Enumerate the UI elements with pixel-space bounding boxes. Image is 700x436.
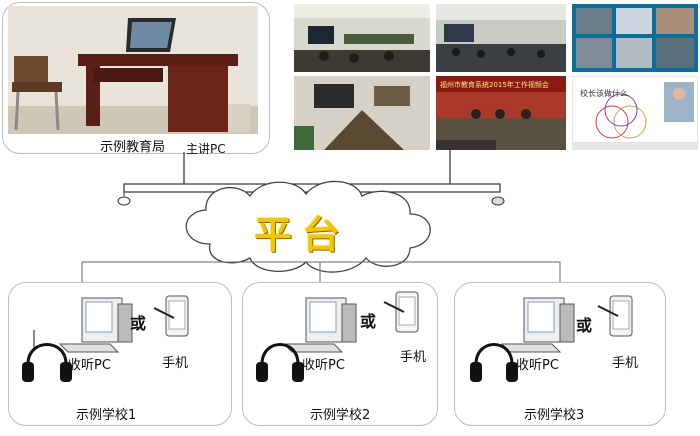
conference-banner: 福州市教育系统2015年工作视频会 xyxy=(440,81,549,89)
podium-photo xyxy=(8,6,258,134)
school-1-pc-label: 收听PC xyxy=(68,358,111,373)
school-1-or: 或 xyxy=(130,314,147,333)
meeting-photo-1 xyxy=(294,4,430,72)
hq-name: 示例教育局 xyxy=(100,140,166,155)
school-3-pc-label: 收听PC xyxy=(516,358,559,373)
school-frame-1 xyxy=(8,282,232,426)
school-2-phone-label: 手机 xyxy=(400,350,427,365)
meeting-photo-2 xyxy=(436,4,566,72)
school-3-phone-label: 手机 xyxy=(612,356,639,371)
school-3-name: 示例学校3 xyxy=(524,408,585,423)
school-2-or: 或 xyxy=(360,312,377,331)
school-1-name: 示例学校1 xyxy=(76,408,137,423)
conference-photo xyxy=(436,76,566,150)
hq-pc-label: 主讲PC xyxy=(186,142,226,156)
platform-cloud-label: 平台 xyxy=(254,213,351,257)
school-1-phone-label: 手机 xyxy=(162,356,189,371)
slide-screenshot xyxy=(572,76,698,150)
school-3-or: 或 xyxy=(576,316,593,335)
school-3-devices xyxy=(470,295,633,382)
school-1-devices xyxy=(22,295,189,382)
school-2-pc-label: 收听PC xyxy=(302,358,345,373)
slide-title: 校长该做什么 xyxy=(580,89,628,98)
school-2-name: 示例学校2 xyxy=(310,408,371,423)
school-2-devices xyxy=(256,291,419,382)
video-wall-screenshot xyxy=(572,4,698,72)
meeting-room-photo xyxy=(294,76,430,150)
